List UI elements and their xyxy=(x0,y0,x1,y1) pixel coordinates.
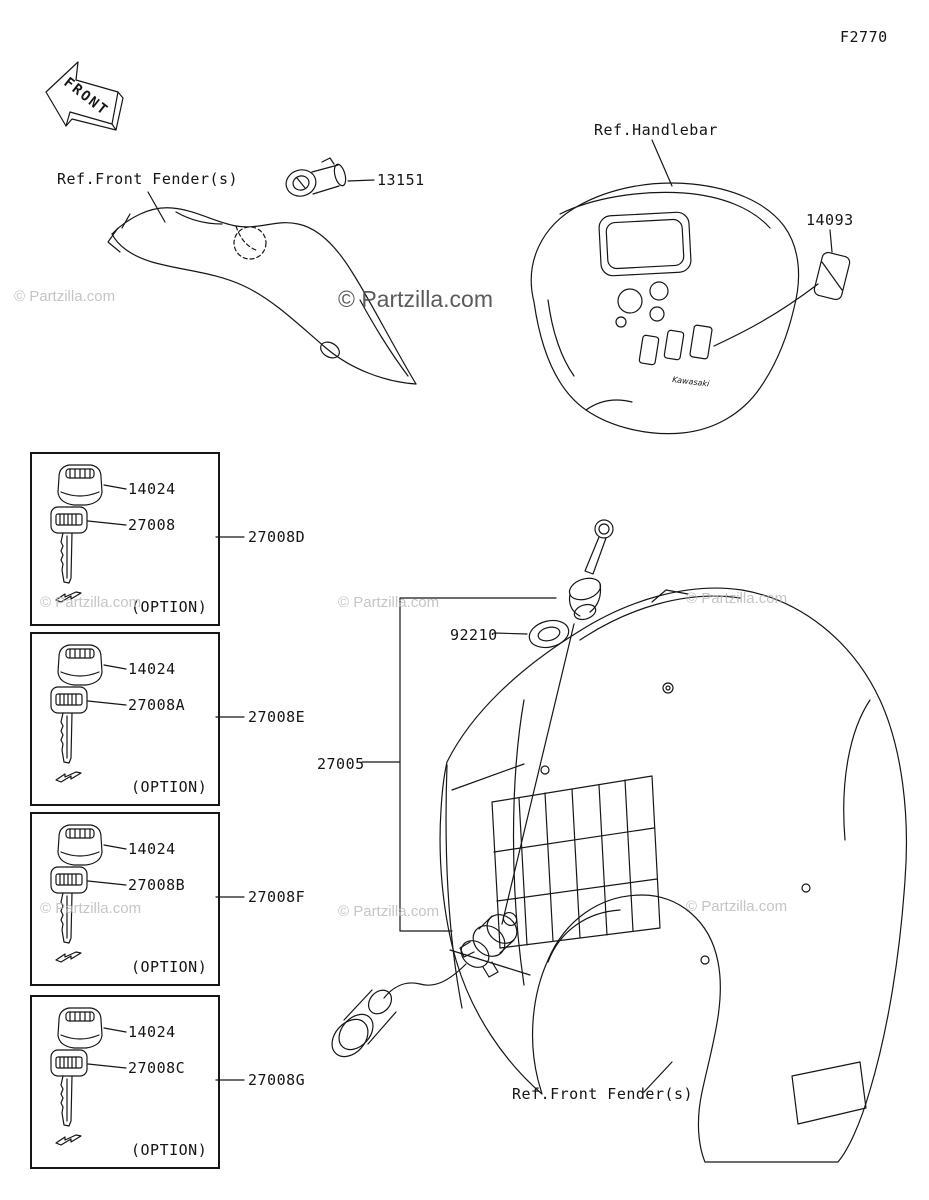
ref-label-handlebar: Ref.Handlebar xyxy=(594,121,718,139)
pad-14093-drawing xyxy=(813,251,851,301)
leader-27005-diagonal xyxy=(501,623,575,925)
front-direction-arrow: FRONT xyxy=(45,61,124,131)
leader-14093 xyxy=(713,229,833,347)
part-label-27005[interactable]: 27005 xyxy=(317,755,365,773)
leader-27005-bracket xyxy=(361,597,557,932)
switch-housing-13151-drawing xyxy=(285,157,347,197)
handlebar-cover-drawing: Kawasaki xyxy=(530,182,800,435)
ignition-key-drawing xyxy=(568,519,614,621)
figure-code: F2770 xyxy=(840,28,888,46)
part-label-27008[interactable]: 27008 xyxy=(128,516,176,534)
part-label-14024-4[interactable]: 14024 xyxy=(128,1023,176,1041)
part-label-13151[interactable]: 13151 xyxy=(377,171,425,189)
part-label-27008f[interactable]: 27008F xyxy=(248,888,306,906)
part-label-27008a[interactable]: 27008A xyxy=(128,696,186,714)
leader-ref-front-fender-top xyxy=(147,191,166,223)
leader-92210 xyxy=(493,632,528,635)
ref-label-front-fender-bottom: Ref.Front Fender(s) xyxy=(512,1085,694,1103)
option-box-27008e xyxy=(30,632,220,806)
watermark: © Partzilla.com xyxy=(338,594,440,611)
watermark: © Partzilla.com xyxy=(686,898,788,915)
part-label-14024-3[interactable]: 14024 xyxy=(128,840,176,858)
watermark: © Partzilla.com xyxy=(338,903,440,920)
part-label-14024-1[interactable]: 14024 xyxy=(128,480,176,498)
part-label-27008c[interactable]: 27008C xyxy=(128,1059,186,1077)
watermark: © Partzilla.com xyxy=(338,286,493,312)
part-label-14024-2[interactable]: 14024 xyxy=(128,660,176,678)
option-label-1: (OPTION) xyxy=(131,598,208,616)
part-label-27008e[interactable]: 27008E xyxy=(248,708,306,726)
watermark: © Partzilla.com xyxy=(686,590,788,607)
front-fender-main-drawing xyxy=(439,587,908,1163)
ring-92210-drawing xyxy=(528,619,570,649)
front-fender-top-drawing xyxy=(107,207,417,385)
watermark: © Partzilla.com xyxy=(40,900,142,917)
option-box-27008d xyxy=(30,452,220,626)
ignition-switch-assembly-drawing xyxy=(331,911,518,1058)
option-box-27008f xyxy=(30,812,220,986)
watermark: © Partzilla.com xyxy=(14,288,116,305)
leader-ref-front-fender-bottom xyxy=(643,1061,673,1093)
option-key-set-drawings xyxy=(50,464,127,1146)
watermark: © Partzilla.com xyxy=(40,594,142,611)
option-label-4: (OPTION) xyxy=(131,1141,208,1159)
leader-13151 xyxy=(347,179,375,182)
option-label-2: (OPTION) xyxy=(131,778,208,796)
ref-label-front-fender-top: Ref.Front Fender(s) xyxy=(57,170,239,188)
part-label-14093[interactable]: 14093 xyxy=(806,211,854,229)
part-label-27008g[interactable]: 27008G xyxy=(248,1071,306,1089)
kawasaki-logo: Kawasaki xyxy=(672,375,711,389)
part-label-92210[interactable]: 92210 xyxy=(450,626,498,644)
option-label-3: (OPTION) xyxy=(131,958,208,976)
leader-ref-handlebar xyxy=(651,139,673,187)
leader-option-groups xyxy=(215,536,245,1081)
front-arrow-label: FRONT xyxy=(61,75,112,120)
option-box-27008g xyxy=(30,995,220,1169)
part-label-27008b[interactable]: 27008B xyxy=(128,876,186,894)
part-label-27008d[interactable]: 27008D xyxy=(248,528,306,546)
